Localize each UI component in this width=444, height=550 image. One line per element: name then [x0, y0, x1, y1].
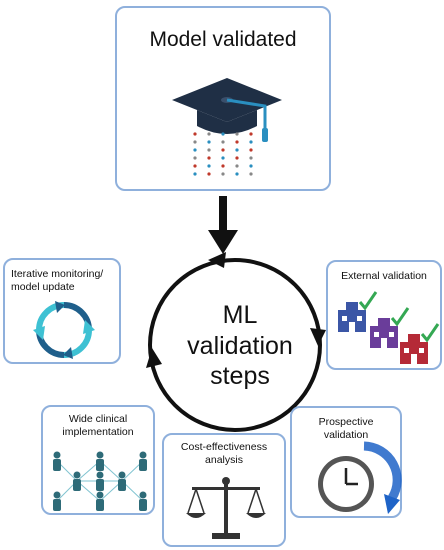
- center-label: ML validation steps: [170, 300, 310, 392]
- external-title: External validation: [341, 270, 427, 282]
- cycle-circle-arrows: [146, 252, 326, 432]
- iterative-monitoring-card: Iterative monitoring/ model update: [3, 258, 121, 364]
- graduation-cap-network-icon: [172, 78, 282, 176]
- clock-arrow-icon: [318, 441, 402, 514]
- wide-clinical-card: Wide clinical implementation: [41, 405, 155, 515]
- prospective-validation-card: Prospective validation: [290, 406, 402, 518]
- iterative-title-line2: model update: [11, 281, 75, 294]
- center-line-1: ML: [222, 301, 258, 329]
- cost-title-line1: Cost-effectiveness: [180, 441, 268, 453]
- people-network-icon: [53, 451, 147, 511]
- wide-title-line2: implementation: [62, 426, 134, 439]
- center-line-2: validation: [187, 331, 293, 360]
- model-validated-box: Model validated: [115, 6, 331, 191]
- cost-effectiveness-card: Cost-effectiveness analysis: [162, 433, 286, 547]
- cycle-arrows-icon: [33, 301, 95, 359]
- center-line-3: steps: [210, 362, 270, 390]
- hospitals-check-icon: [338, 291, 440, 364]
- cost-title-line2: analysis: [205, 454, 243, 467]
- balance-scale-icon: [186, 477, 266, 539]
- iterative-title-line1: Iterative monitoring/: [11, 268, 104, 280]
- external-validation-card: External validation: [326, 260, 442, 370]
- down-arrow-icon: [208, 196, 238, 254]
- prospective-title: Prospective validation: [318, 416, 374, 442]
- wide-title-line1: Wide clinical: [68, 413, 128, 425]
- model-validated-title: Model validated: [149, 28, 297, 51]
